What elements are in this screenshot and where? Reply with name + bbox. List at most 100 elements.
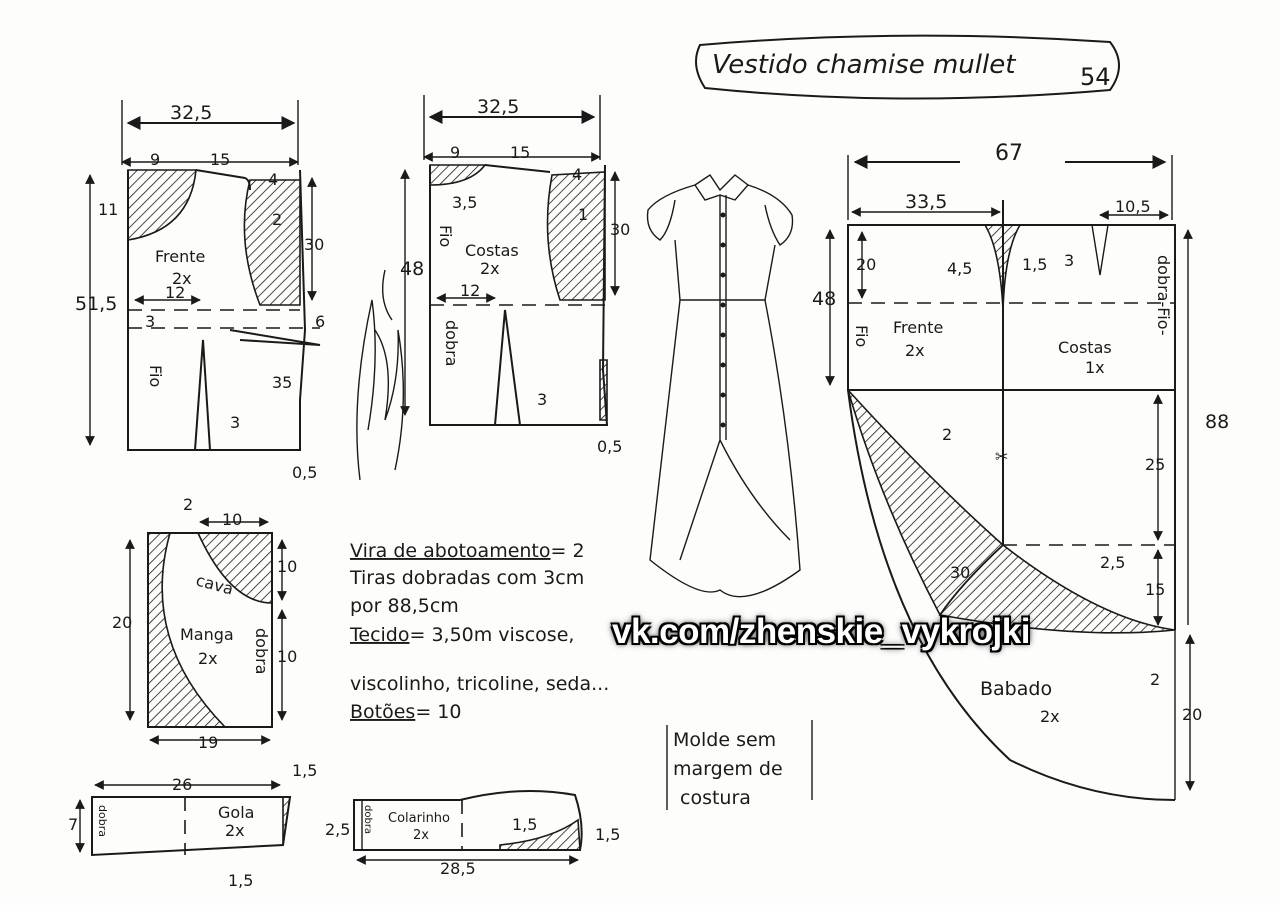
pattern-number: 54 xyxy=(1080,63,1111,91)
fold-label: dobra xyxy=(252,628,271,674)
dim-label: 19 xyxy=(198,733,218,752)
grain-label: Fio xyxy=(852,325,871,347)
piece-name: Frente xyxy=(155,247,205,266)
dim-label: 15 xyxy=(510,143,530,162)
dim-label: 3,5 xyxy=(452,193,477,212)
dim-label: 30 xyxy=(304,235,324,254)
dim-label: 2,5 xyxy=(1100,553,1125,572)
dim-label: 1,5 xyxy=(512,815,537,834)
note-value: = 3,50m viscose, xyxy=(409,624,574,646)
note-label: Botões xyxy=(350,701,415,723)
dim-label: 10 xyxy=(277,557,297,576)
piece-qty: 2x xyxy=(225,821,245,840)
dim-label: 4,5 xyxy=(947,259,972,278)
piece-qty: 2x xyxy=(1040,707,1060,726)
dim-label: 1,5 xyxy=(595,825,620,844)
dim-label: 30 xyxy=(610,220,630,239)
dim-label: 67 xyxy=(995,141,1023,166)
dim-label: 88 xyxy=(1205,411,1229,433)
collar-piece: 26 1,5 7 dobra Gola 2x 1,5 xyxy=(68,761,317,890)
title-cartouche: Vestido chamise mullet 54 xyxy=(695,34,1120,100)
dim-label: 20 xyxy=(112,613,132,632)
dim-label: 3 xyxy=(1064,251,1074,270)
dress-sketch xyxy=(646,174,801,598)
piece-qty: 2x xyxy=(172,269,192,288)
fold-label: dobra xyxy=(96,805,109,837)
piece-qty: 2x xyxy=(480,259,500,278)
note-label: Vira de abotoamento xyxy=(350,540,551,562)
bodice-front-piece: 9 32,5 15 4 11 2 30 Frente 2x 51,5 12 3 … xyxy=(75,100,325,482)
piece-name: Costas xyxy=(465,241,519,260)
piece-name: Costas xyxy=(1058,338,1112,357)
svg-text:Tecido= 3,50m viscose,: Tecido= 3,50m viscose, xyxy=(349,624,574,646)
dim-label: 12 xyxy=(460,281,480,300)
dim-label: 2 xyxy=(942,425,952,444)
svg-text:Vira de abotoamento= 2: Vira de abotoamento= 2 xyxy=(350,540,585,562)
dim-label: 6 xyxy=(315,312,325,331)
piece-name: Manga xyxy=(180,625,234,644)
dim-label: 0,5 xyxy=(597,437,622,456)
collar-stand-piece: 2,5 dobra Colarinho 2x 1,5 1,5 28,5 xyxy=(325,790,620,878)
pattern-notes: Vira de abotoamento= 2 Tiras dobradas co… xyxy=(349,540,609,723)
dim-label: 30 xyxy=(950,563,970,582)
grain-label: Fio xyxy=(146,365,165,387)
svg-text:Botões= 10: Botões= 10 xyxy=(350,701,461,723)
dim-label: 7 xyxy=(68,815,78,834)
dim-label: 3 xyxy=(145,312,155,331)
dim-label: 9 xyxy=(450,143,460,162)
seam-allowance-note: Molde sem margem de costura xyxy=(666,720,813,810)
dim-label: 3 xyxy=(230,413,240,432)
dim-label: 1,5 xyxy=(1022,255,1047,274)
note-label: Tecido xyxy=(349,624,409,646)
dim-label: 2 xyxy=(1150,670,1160,689)
dim-label: 1,5 xyxy=(228,871,253,890)
dim-label: 32,5 xyxy=(477,96,519,118)
dim-label: 48 xyxy=(400,258,424,280)
dim-label: 10,5 xyxy=(1115,197,1151,216)
dim-label: 20 xyxy=(1182,705,1202,724)
piece-qty: 1x xyxy=(1085,358,1105,377)
pattern-title: Vestido chamise mullet xyxy=(712,50,1016,80)
signature-scribble xyxy=(356,269,405,481)
dim-label: 20 xyxy=(856,255,876,274)
note-line: margem de xyxy=(673,758,783,780)
dim-label: 15 xyxy=(1145,580,1165,599)
dim-label: 10 xyxy=(222,510,242,529)
note-line: viscolinho, tricoline, seda... xyxy=(350,673,609,695)
dim-label: 4 xyxy=(268,170,278,189)
dim-label: 12 xyxy=(165,283,185,302)
dim-label: 35 xyxy=(272,373,292,392)
fold-label: dobra xyxy=(442,320,461,366)
dim-label: 1,5 xyxy=(292,761,317,780)
note-value: = 10 xyxy=(415,701,461,723)
piece-qty: 2x xyxy=(198,649,218,668)
scissors-icon: ✂ xyxy=(995,447,1008,466)
dim-label: 33,5 xyxy=(905,191,947,213)
dim-label: 48 xyxy=(812,288,836,310)
sleeve-piece: 2 10 10 cava 20 Manga 2x dobra 10 19 xyxy=(112,495,297,752)
piece-name: Babado xyxy=(980,678,1052,700)
dim-label: 1 xyxy=(578,205,588,224)
dim-label: 51,5 xyxy=(75,293,117,315)
skirt-piece: 67 33,5 10,5 20 4,5 1,5 3 48 Frente 2x C… xyxy=(812,141,1229,801)
watermark: vk.com/zhenskie_vykrojki xyxy=(612,612,1030,651)
dim-label: 9 xyxy=(150,150,160,169)
dim-label: 3 xyxy=(537,390,547,409)
dim-label: 2,5 xyxy=(325,820,350,839)
note-line: Tiras dobradas com 3cm xyxy=(349,567,584,589)
dim-label: 0,5 xyxy=(292,463,317,482)
note-line: costura xyxy=(680,787,751,809)
dim-label: 2 xyxy=(183,495,193,514)
piece-name: Colarinho xyxy=(388,811,450,826)
piece-name: Frente xyxy=(893,318,943,337)
dim-label: 4 xyxy=(572,165,582,184)
dim-label: 15 xyxy=(210,150,230,169)
note-line: Molde sem xyxy=(673,729,776,751)
dim-label: 2 xyxy=(272,210,282,229)
piece-name: Gola xyxy=(218,803,254,822)
note-line: por 88,5cm xyxy=(350,595,459,617)
dim-label: 10 xyxy=(277,647,297,666)
grain-label: Fio xyxy=(436,225,455,247)
